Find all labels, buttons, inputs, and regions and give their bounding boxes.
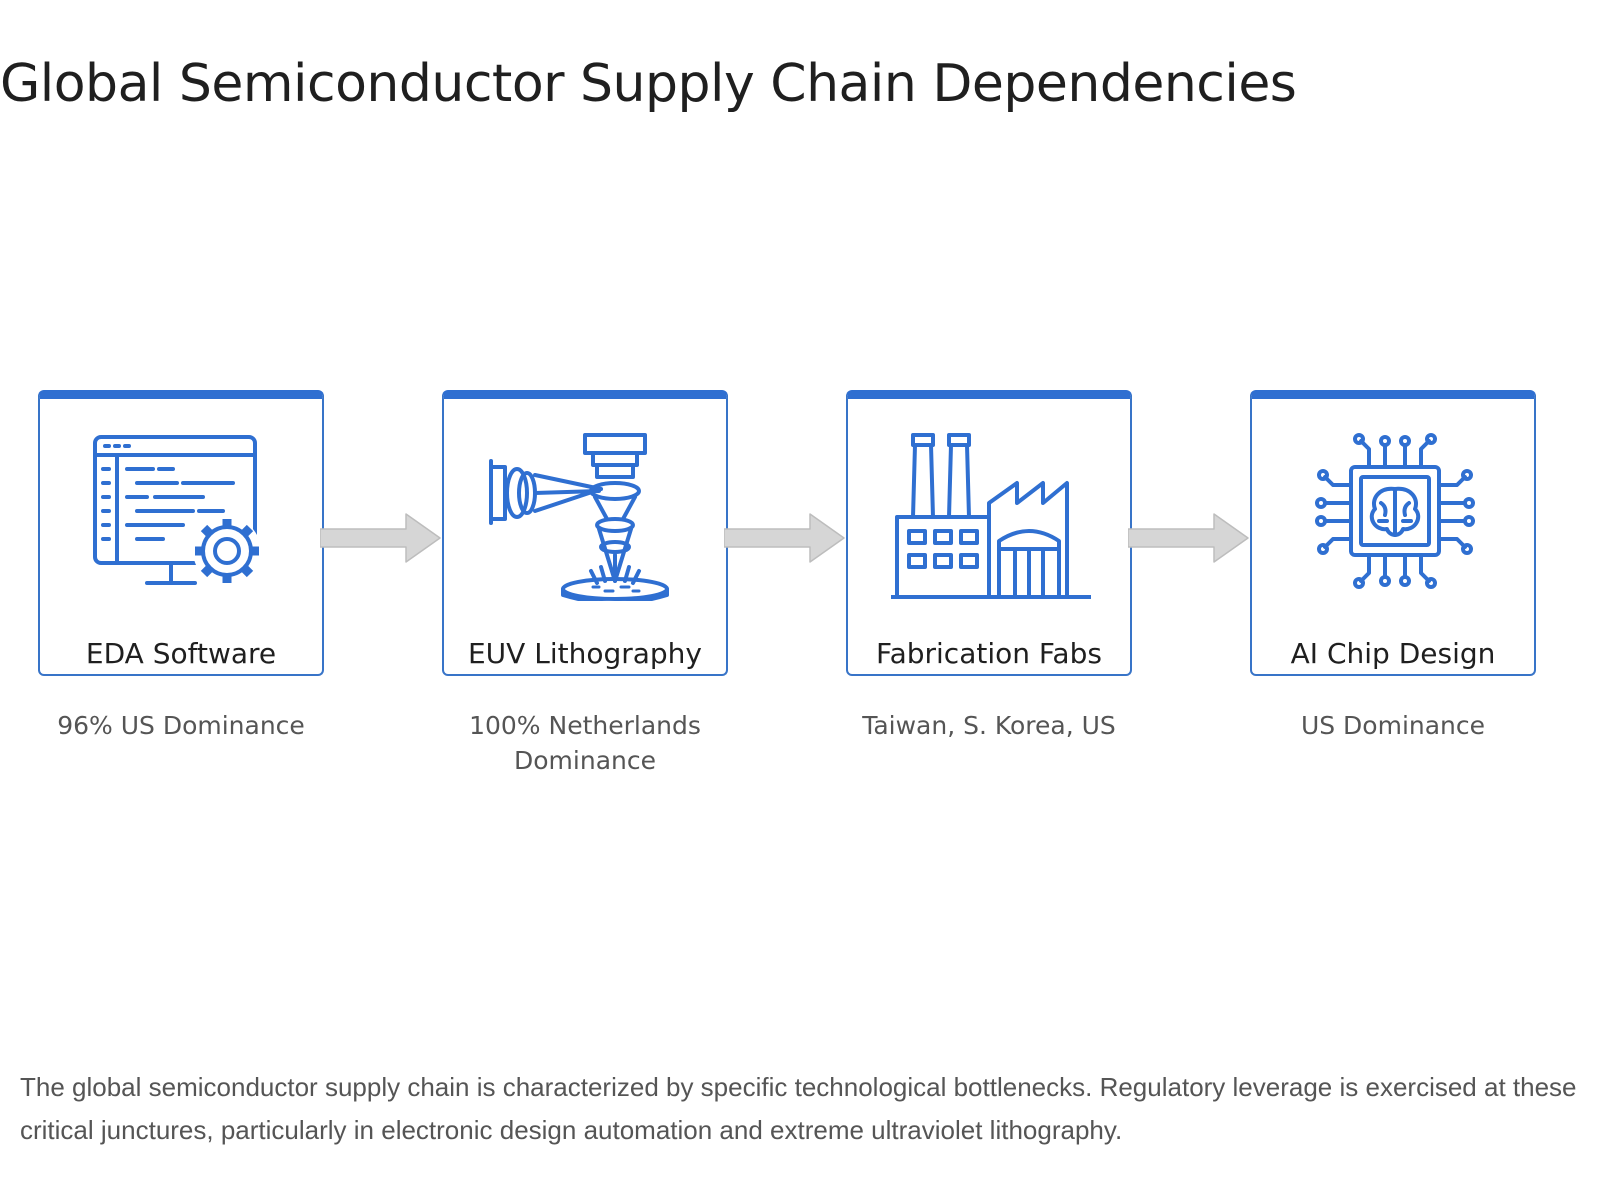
monitor-gear-icon [93, 435, 261, 585]
stage-label: AI Chip Design [1290, 637, 1496, 670]
stage-caption: US Dominance [1300, 711, 1486, 740]
stage-caption: Taiwan, S. Korea, US [862, 711, 1116, 740]
ai-chip-icon [1315, 433, 1475, 589]
right-arrow-icon [724, 513, 845, 563]
right-arrow-icon [320, 513, 441, 563]
stage-card-fabrication-fabs: Fabrication Fabs [846, 390, 1132, 676]
stage-card-eda-software: EDA Software [38, 390, 324, 676]
lithography-laser-icon [489, 433, 669, 601]
description-paragraph: The global semiconductor supply chain is… [20, 1072, 1577, 1145]
right-arrow-icon [1128, 513, 1249, 563]
stage-label: Fabrication Fabs [876, 637, 1102, 670]
page-title: Global Semiconductor Supply Chain Depend… [0, 54, 1297, 114]
stage-caption: 96% US Dominance [57, 711, 305, 740]
stage-label: EDA Software [85, 637, 277, 670]
factory-icon [891, 433, 1091, 599]
stage-card-euv-lithography: EUV Lithography [442, 390, 728, 676]
stage-label: EUV Lithography [467, 637, 702, 670]
stage-card-ai-chip-design: AI Chip Design [1250, 390, 1536, 676]
stage-caption: 100% Netherlands Dominance [469, 711, 701, 775]
